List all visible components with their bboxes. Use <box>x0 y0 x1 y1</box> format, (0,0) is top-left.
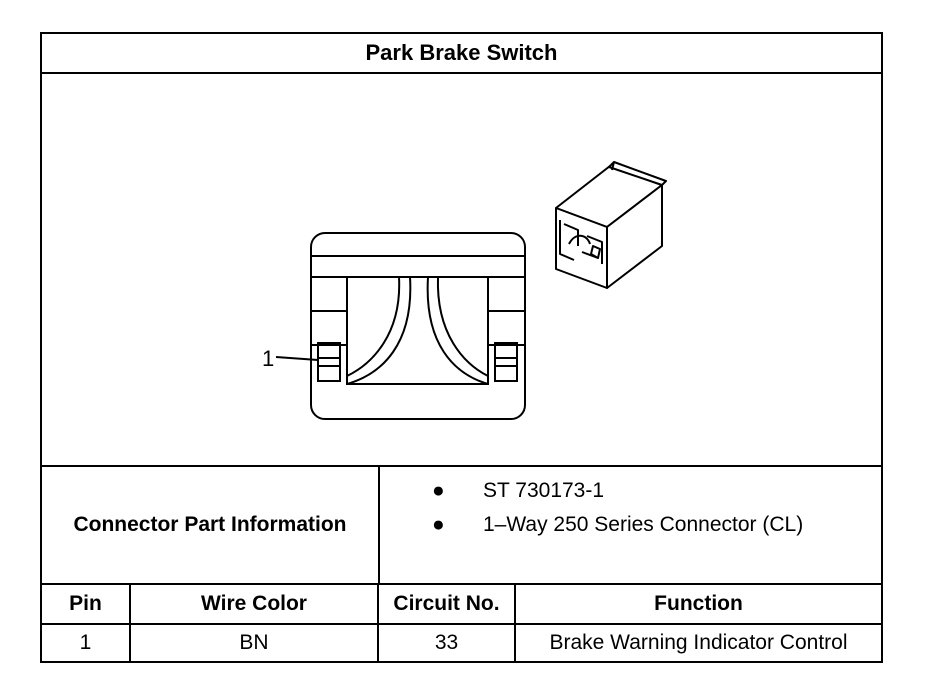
pin-callout-label: 1 <box>262 346 274 371</box>
connector-info-list: ● ST 730173-1 ● 1–Way 250 Series Connect… <box>380 467 881 583</box>
connector-sheet: Park Brake Switch <box>40 32 883 663</box>
connector-illustration: 1 <box>262 161 667 420</box>
header-wire-color: Wire Color <box>131 585 379 623</box>
bullet-icon: ● <box>432 479 445 502</box>
connector-info-label: Connector Part Information <box>42 467 380 583</box>
sheet-title: Park Brake Switch <box>42 34 881 74</box>
connector-description: 1–Way 250 Series Connector (CL) <box>483 513 804 536</box>
table-row: 1 BN 33 Brake Warning Indicator Control <box>42 625 881 661</box>
pin-callout: 1 <box>262 346 319 371</box>
connector-iso-view <box>555 161 667 289</box>
cell-circuit-no: 33 <box>379 625 516 661</box>
connector-face-view <box>310 232 526 420</box>
header-pin: Pin <box>42 585 131 623</box>
header-circuit-no: Circuit No. <box>379 585 516 623</box>
cell-function: Brake Warning Indicator Control <box>549 631 848 654</box>
connector-info-row: Connector Part Information ● ST 730173-1… <box>42 465 881 585</box>
connector-drawing: 1 <box>42 74 881 465</box>
cell-wire-color: BN <box>131 625 379 661</box>
bullet-icon: ● <box>432 513 445 536</box>
header-function: Function <box>654 592 743 615</box>
connector-part-number: ST 730173-1 <box>483 479 605 502</box>
cell-pin: 1 <box>42 625 131 661</box>
pin-table-header: Pin Wire Color Circuit No. Function <box>42 585 881 625</box>
